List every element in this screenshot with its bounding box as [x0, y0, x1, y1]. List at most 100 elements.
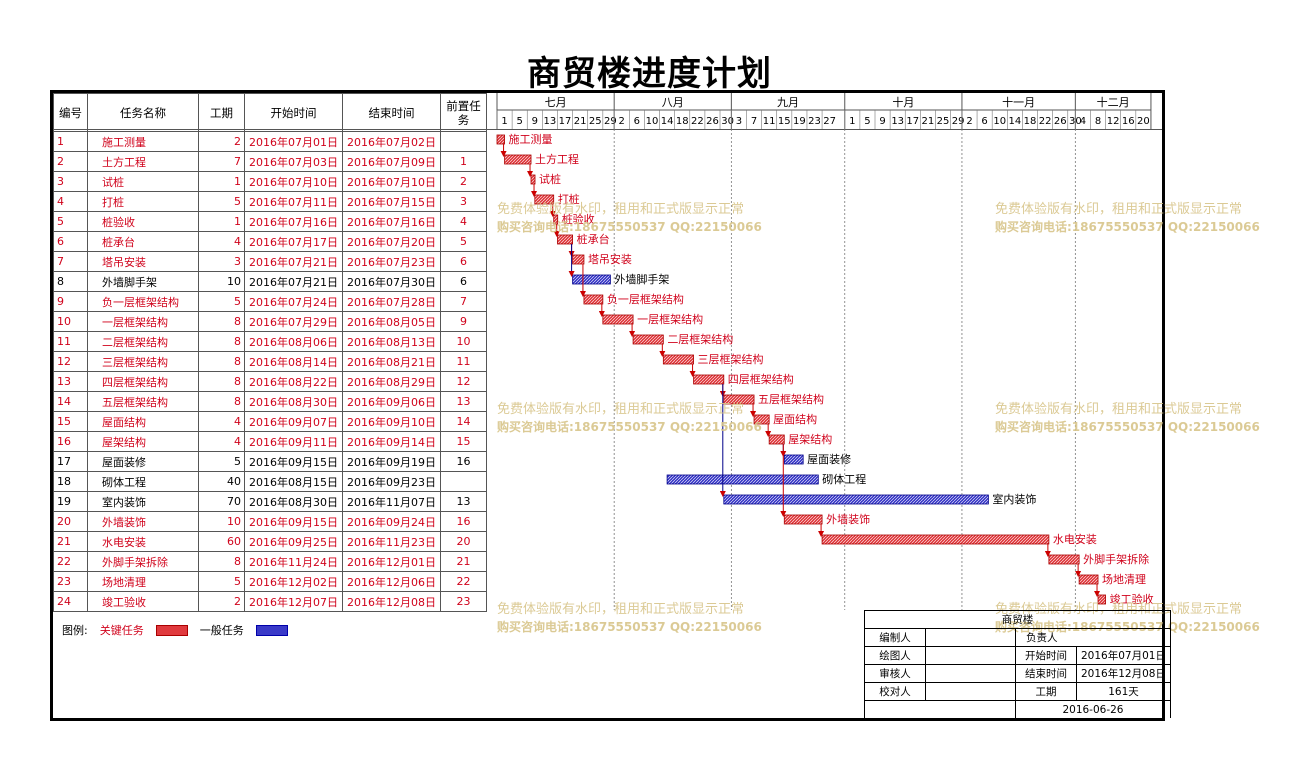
task-id: 17	[53, 451, 88, 472]
task-pred: 10	[440, 331, 487, 352]
signoff-duration-value: 161天	[1076, 682, 1171, 701]
gantt-bar-label: 外脚手架拆除	[1083, 552, 1149, 566]
task-start: 2016年09月15日	[244, 451, 343, 472]
gantt-bar-label: 桩承台	[577, 232, 610, 246]
day-label: 26	[706, 116, 719, 127]
watermark-line1: 免费体验版有水印，租用和正式版显示正常	[497, 201, 744, 217]
task-end: 2016年12月06日	[342, 571, 441, 592]
task-end: 2016年08月21日	[342, 351, 441, 372]
gantt-bar	[662, 354, 694, 365]
day-label: 9	[532, 116, 538, 127]
gantt-bar	[723, 494, 989, 505]
signoff-end-value: 2016年12月08日	[1076, 664, 1171, 683]
task-end: 2016年07月30日	[342, 271, 441, 292]
gantt-bar-label: 施工测量	[509, 133, 553, 146]
month-label: 九月	[777, 96, 799, 109]
month-label: 七月	[545, 96, 567, 109]
day-label: 20	[1137, 116, 1150, 127]
day-label: 6	[981, 116, 987, 127]
gantt-bar-label: 负一层框架结构	[607, 292, 684, 306]
day-label: 5	[516, 116, 522, 127]
task-end: 2016年09月24日	[342, 511, 441, 532]
gantt-bar	[783, 514, 823, 525]
gantt-bar-label: 土方工程	[535, 152, 579, 166]
watermark-line2: 购买咨询电话:18675550537 QQ:22150066	[995, 219, 1260, 234]
task-start: 2016年08月14日	[244, 351, 343, 372]
signoff-proofreader-value	[925, 682, 1016, 701]
task-name: 打桩	[87, 191, 199, 212]
signoff-drawer-value	[925, 646, 1016, 665]
task-id: 23	[53, 571, 88, 592]
task-name: 屋面装修	[87, 451, 199, 472]
day-label: 1	[501, 116, 507, 127]
watermark-line1: 免费体验版有水印，租用和正式版显示正常	[497, 601, 744, 617]
gantt-bar-label: 屋架结构	[788, 432, 832, 446]
day-label: 23	[808, 116, 821, 127]
day-label: 22	[691, 116, 704, 127]
signoff-reviewer: 审核人	[864, 664, 926, 683]
day-label: 13	[544, 116, 557, 127]
gantt-bar-label: 屋面装修	[807, 452, 851, 466]
gantt-bar-label: 二层框架结构	[667, 332, 733, 346]
gantt-bar	[553, 214, 559, 225]
task-end: 2016年09月23日	[342, 471, 441, 492]
signoff-end-label: 结束时间	[1015, 664, 1077, 683]
day-label: 14	[1008, 116, 1021, 127]
task-start: 2016年07月21日	[244, 251, 343, 272]
day-label: 3	[736, 116, 742, 127]
watermark-line2: 购买咨询电话:18675550537 QQ:22150066	[497, 219, 762, 234]
day-label: 30	[721, 116, 734, 127]
day-label: 21	[574, 116, 587, 127]
task-name: 二层框架结构	[87, 331, 199, 352]
day-label: 5	[864, 116, 870, 127]
day-label: 27	[823, 116, 836, 127]
gantt-bar	[632, 334, 664, 345]
task-pred: 22	[440, 571, 487, 592]
day-label: 10	[646, 116, 659, 127]
gantt-bar-label: 外墙脚手架	[614, 272, 669, 286]
task-end: 2016年08月29日	[342, 371, 441, 392]
signoff-blank	[864, 700, 1016, 718]
task-pred: 14	[440, 411, 487, 432]
gantt-bar-label: 三层框架结构	[698, 352, 764, 366]
day-label: 4	[1080, 116, 1086, 127]
gantt-bar	[572, 254, 585, 265]
gantt-bar-label: 水电安装	[1053, 532, 1097, 546]
task-pred: 23	[440, 591, 487, 612]
signoff-editor: 编制人	[864, 628, 926, 647]
signoff-start-label: 开始时间	[1015, 646, 1077, 665]
task-end: 2016年07月10日	[342, 171, 441, 192]
task-id: 24	[53, 591, 88, 612]
gantt-bar-label: 外墙装饰	[826, 512, 870, 526]
gantt-bar-label: 竣工验收	[1110, 592, 1154, 606]
day-label: 25	[937, 116, 950, 127]
gantt-bar	[666, 474, 819, 485]
day-label: 29	[952, 116, 965, 127]
gantt-bar-label: 一层框架结构	[637, 312, 703, 326]
day-label: 22	[1039, 116, 1052, 127]
day-label: 17	[559, 116, 572, 127]
gantt-bar	[768, 434, 785, 445]
month-label: 十月	[892, 95, 914, 109]
gantt-bar	[602, 314, 634, 325]
day-label: 26	[1054, 116, 1067, 127]
signoff-start-value: 2016年07月01日	[1076, 646, 1171, 665]
day-label: 17	[906, 116, 919, 127]
signoff-proofreader: 校对人	[864, 682, 926, 701]
gantt-bar	[1097, 594, 1106, 605]
day-label: 18	[1024, 116, 1037, 127]
gantt-bar	[583, 294, 604, 305]
day-label: 6	[634, 116, 640, 127]
task-end: 2016年12月08日	[342, 591, 441, 612]
task-pred: 20	[440, 531, 487, 552]
task-name: 试桩	[87, 171, 199, 192]
task-end: 2016年11月07日	[342, 491, 441, 512]
day-label: 15	[778, 116, 791, 127]
task-end: 2016年07月09日	[342, 151, 441, 172]
task-start: 2016年07月01日	[244, 131, 343, 152]
